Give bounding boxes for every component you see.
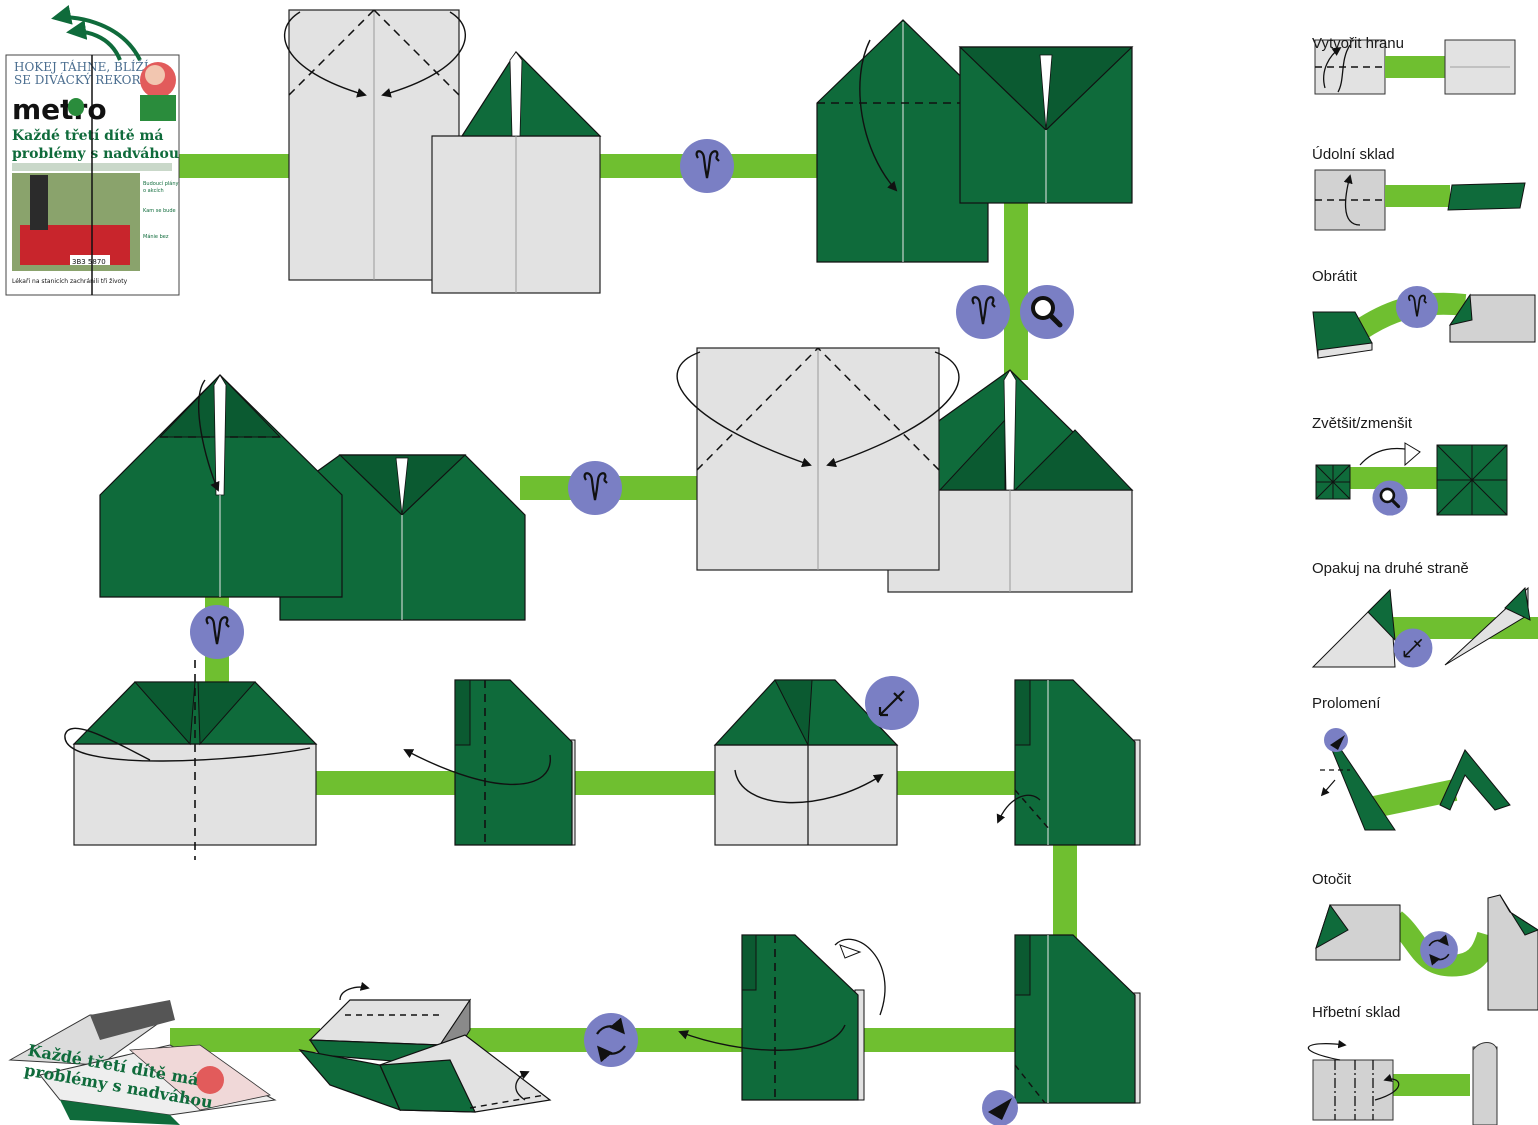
step-2-sheet [431,51,602,294]
legend-mountain-fold [1307,1040,1498,1125]
step-4-green-sheet [958,46,1134,204]
zoom-icon [1020,285,1074,339]
legend-repeat-behind [1311,586,1538,669]
newspaper-side-2: o akcích [143,187,164,194]
legend-title-squash: Prolomení [1312,695,1381,712]
legend-title-repeat-behind: Opakuj na druhé straně [1312,560,1469,577]
turn-over-icon [954,283,1012,341]
step-11-sheet [713,679,899,846]
legend-title-turn-over: Obrátit [1312,268,1358,285]
step-13-green-sheet [982,934,1141,1125]
newspaper-main-headline-1: Každé třetí dítě má [12,128,163,144]
legend-turn-over [1312,285,1536,359]
newspaper-plate: 3B3 5870 [72,258,106,266]
newspaper-brand: metro [12,93,107,126]
step-6-sheet [676,347,960,571]
legend-squash [1320,728,1511,831]
turn-over-icon [678,137,736,195]
rotate-icon [584,1013,638,1067]
turn-over-icon [566,459,624,517]
legend-rotate [1315,894,1538,1011]
newspaper-side-3: Kam se bude [143,208,176,214]
legend-zoom [1315,442,1508,518]
step-9-sheet [64,660,318,860]
step-14-green-sheet [678,934,886,1101]
legend [1307,39,1538,1125]
step-5-sheet [886,369,1134,593]
legend-title-rotate: Otočit [1312,871,1352,888]
newspaper-headline-top-2: SE DIVÁCKÝ REKORD [14,72,150,87]
legend-title-valley-fold: Údolní sklad [1312,146,1395,163]
legend-valley-fold [1314,169,1526,231]
step-15-plane [298,981,552,1113]
newspaper-headline-top: HOKEJ TÁHNE, BLÍŽÍ [14,59,149,74]
step-10-green-sheet [403,679,576,846]
step-8-green-sheet [99,374,343,598]
legend-title-crease: Vytvořit hranu [1312,35,1404,52]
legend-crease [1314,39,1516,95]
legend-title-zoom: Zvětšit/zmenšit [1312,415,1413,432]
turn-over-icon [188,603,246,661]
step-1-sheet [283,9,466,281]
newspaper-side-1: Budoucí plány [143,180,179,187]
newspaper-front-page: HOKEJ TÁHNE, BLÍŽÍ SE DIVÁCKÝ REKORD met… [5,5,180,296]
step-12-green-sheet [996,679,1141,846]
repeat-behind-icon [863,674,921,732]
newspaper-side-4: Mánie bez [143,233,169,240]
newspaper-main-headline-2: problémy s nadváhou [12,146,179,162]
final-newspaper-plane: Každé třetí dítě má problémy s nadváhou [8,1000,277,1125]
newspaper-bottom-caption: Lékaři na stanicích zachránili tři život… [12,278,128,285]
legend-title-mountain-fold: Hřbetní sklad [1312,1004,1401,1021]
